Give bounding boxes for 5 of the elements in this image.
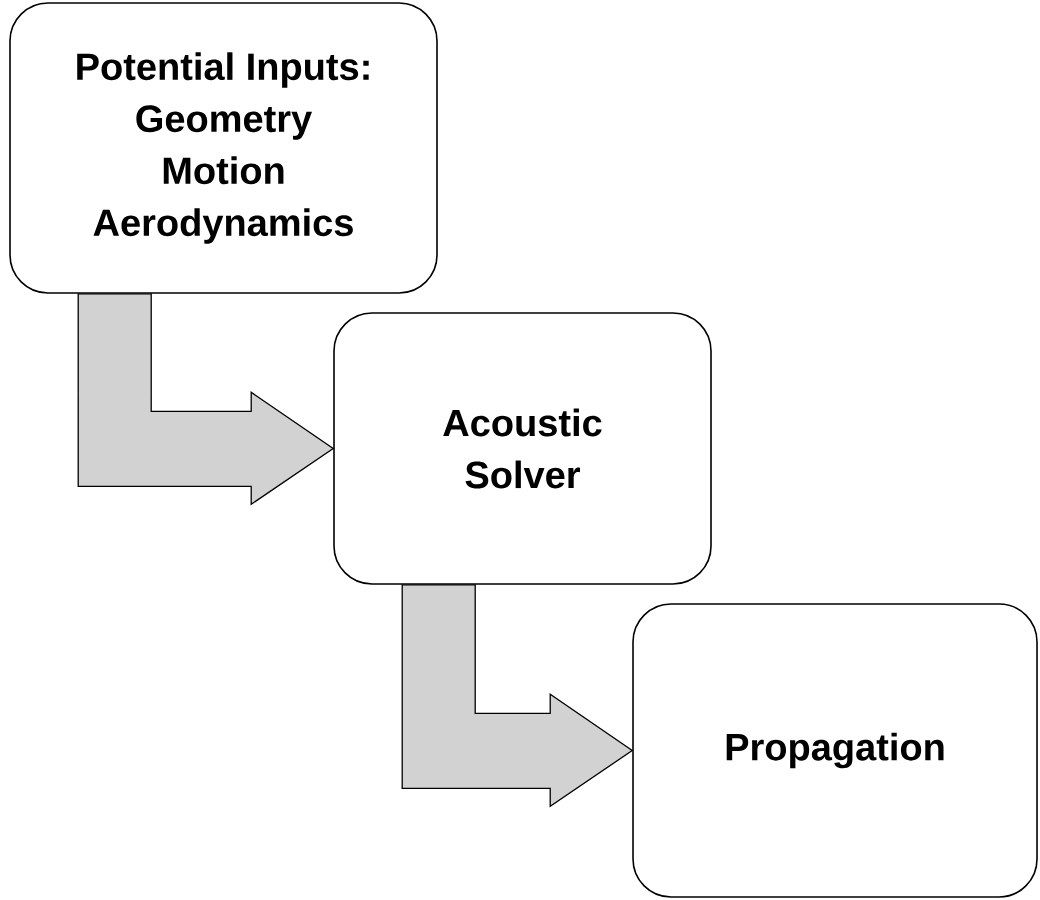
arrow xyxy=(401,584,634,808)
process-box: Acoustic Solver xyxy=(333,312,712,585)
process-box: Potential Inputs: Geometry Motion Aerodynamics xyxy=(9,2,438,294)
arrow xyxy=(77,293,335,506)
process-box: Propagation xyxy=(632,603,1038,898)
